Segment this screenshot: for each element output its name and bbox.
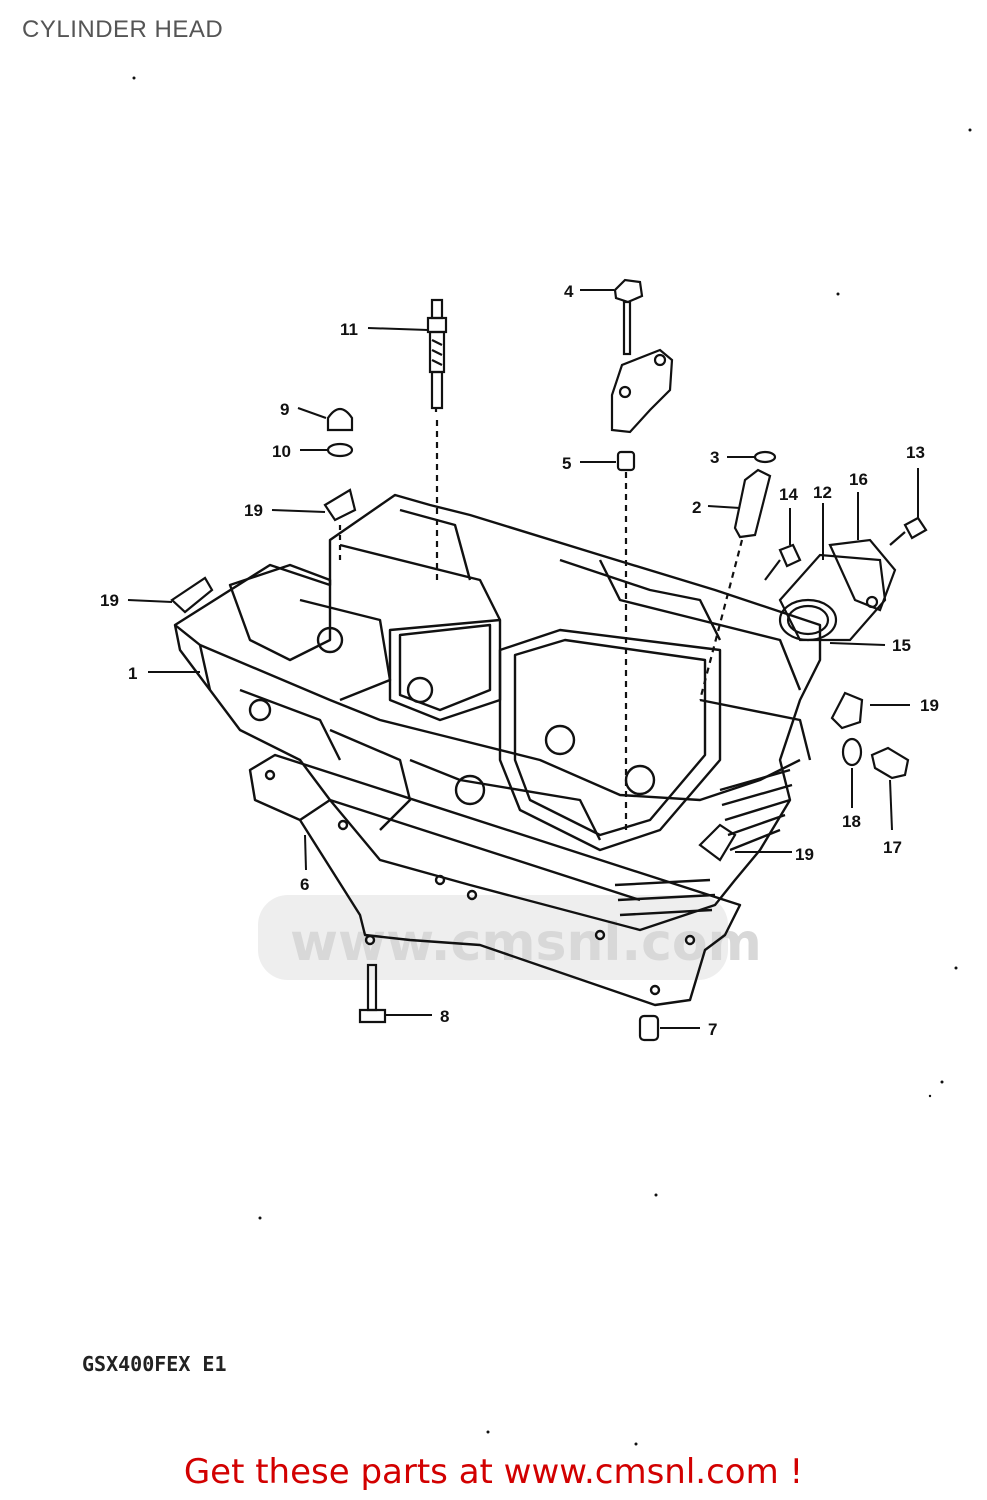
model-code: GSX400FEX E1 bbox=[82, 1352, 227, 1376]
lower-dowel bbox=[638, 1014, 660, 1042]
washer bbox=[326, 442, 354, 458]
rubber-plug-right bbox=[830, 691, 864, 730]
dowel-pin bbox=[616, 450, 636, 472]
callout-17: 17 bbox=[883, 838, 902, 857]
callout-19-upper: 19 bbox=[244, 501, 263, 520]
cylinder-head-drawing bbox=[173, 493, 822, 1007]
callout-4: 4 bbox=[564, 282, 574, 301]
callout-labels: 1 2 3 4 5 6 7 8 9 10 11 12 13 14 15 16 1… bbox=[100, 282, 939, 1039]
callout-9: 9 bbox=[280, 400, 289, 419]
scan-specks bbox=[132, 76, 972, 1446]
intake-screw bbox=[903, 516, 928, 540]
callout-12: 12 bbox=[813, 483, 832, 502]
cam-cap bbox=[610, 348, 674, 434]
head-bolt bbox=[358, 963, 387, 1024]
callout-10: 10 bbox=[272, 442, 291, 461]
leader-lines bbox=[127, 289, 919, 1029]
head-gasket bbox=[248, 753, 742, 1007]
cam-bolt bbox=[613, 278, 644, 356]
rubber-plug-lower bbox=[698, 823, 737, 862]
callout-5: 5 bbox=[562, 454, 571, 473]
plug-bolt bbox=[870, 746, 910, 780]
o-ring bbox=[753, 450, 777, 464]
callout-8: 8 bbox=[440, 1007, 449, 1026]
callout-19-lower: 19 bbox=[795, 845, 814, 864]
callout-3: 3 bbox=[710, 448, 719, 467]
callout-13: 13 bbox=[906, 443, 925, 462]
clamp-screw bbox=[778, 543, 802, 568]
callout-11: 11 bbox=[340, 320, 358, 339]
rubber-plug-upper bbox=[323, 488, 357, 522]
callout-2: 2 bbox=[692, 498, 701, 517]
sealing-washer bbox=[841, 737, 863, 767]
cylinder-head-body bbox=[173, 493, 822, 932]
callout-19-right: 19 bbox=[920, 696, 939, 715]
small-parts bbox=[170, 278, 928, 1042]
callout-1: 1 bbox=[128, 664, 137, 683]
page-title: CYLINDER HEAD bbox=[22, 16, 224, 43]
footer-link[interactable]: Get these parts at www.cmsnl.com ! bbox=[183, 1452, 804, 1492]
intake-clamp bbox=[828, 538, 897, 612]
callout-7: 7 bbox=[708, 1020, 717, 1039]
callout-14: 14 bbox=[779, 485, 798, 504]
callout-18: 18 bbox=[842, 812, 861, 831]
spark-plug bbox=[426, 298, 448, 412]
callout-19-left: 19 bbox=[100, 591, 119, 610]
stud bbox=[733, 468, 772, 539]
rubber-plug-left bbox=[170, 576, 214, 614]
callout-15: 15 bbox=[892, 636, 911, 655]
cap-nut bbox=[326, 407, 354, 432]
callout-6: 6 bbox=[300, 875, 309, 894]
callout-16: 16 bbox=[849, 470, 868, 489]
